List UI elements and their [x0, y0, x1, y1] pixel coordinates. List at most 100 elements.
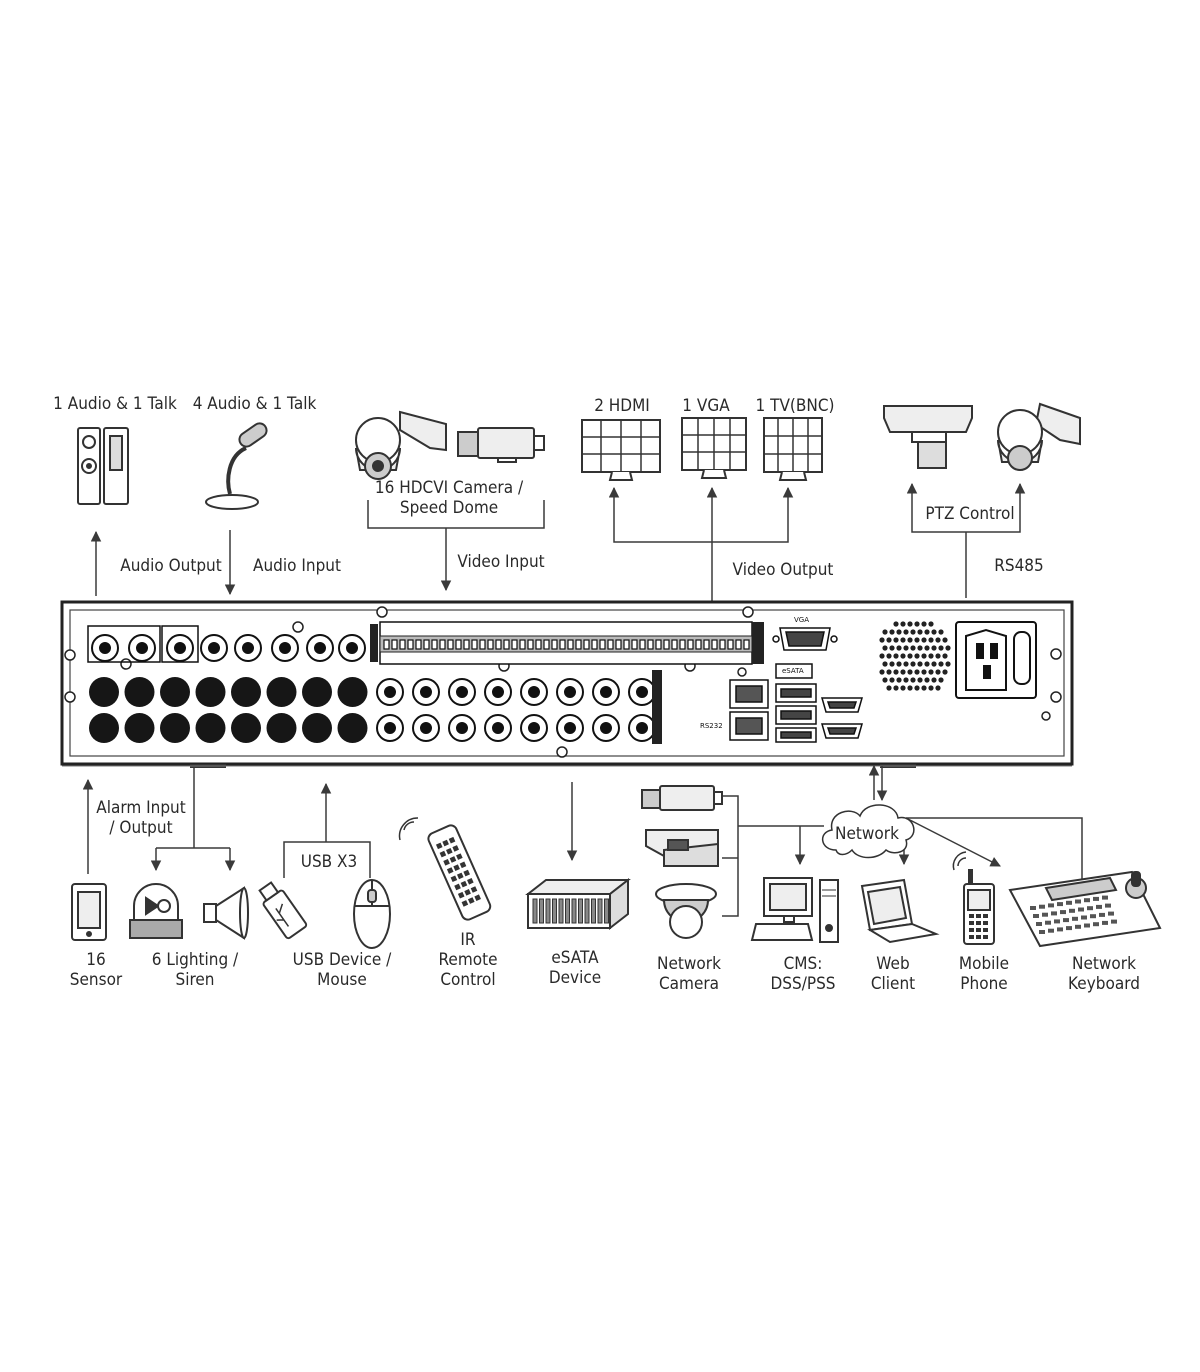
terminal-pin: [743, 639, 750, 650]
grill-hole: [917, 645, 923, 651]
vent-hole: [302, 677, 332, 707]
grill-hole: [921, 621, 927, 627]
network-keyboard-icon: [1008, 870, 1162, 948]
mobile-label-line2: Phone: [960, 974, 1008, 994]
terminal-pin: [623, 639, 630, 650]
remote-button: [449, 856, 457, 863]
terminal-pin: [735, 639, 742, 650]
grill-hole: [921, 637, 927, 643]
grill-hole: [893, 669, 899, 675]
network-cloud-icon: [822, 804, 915, 859]
remote-button: [464, 889, 471, 896]
lighting-label-line2: Siren: [175, 970, 215, 990]
sensor-label-line2: Sensor: [69, 970, 123, 990]
grill-hole: [900, 685, 906, 691]
vent-hole: [266, 677, 297, 707]
ptz-camera-icon: [883, 405, 973, 469]
vga-port: [772, 627, 838, 651]
keyboard-key: [1078, 907, 1084, 912]
terminal-pin: [519, 639, 526, 650]
keyboard-key: [1039, 930, 1045, 934]
terminal-pin: [407, 639, 414, 650]
grill-hole: [900, 621, 906, 627]
camera-label: 16 HDCVI Camera / Speed Dome: [373, 478, 526, 518]
video-bnc-port: [412, 678, 440, 706]
vent-hole: [160, 677, 190, 707]
fan-grill: [879, 621, 951, 691]
grill-hole: [893, 653, 899, 659]
video-label-strip: [652, 670, 662, 744]
phone-key: [969, 921, 974, 925]
grill-hole: [935, 669, 941, 675]
terminal-pin: [679, 639, 686, 650]
video-input-label: Video Input: [457, 552, 545, 572]
rs485-label: RS485: [994, 556, 1044, 576]
phone-key: [983, 935, 988, 939]
phone-key: [976, 914, 981, 918]
terminal-pin: [647, 639, 654, 650]
keyboard-key: [1108, 911, 1114, 916]
grill-hole: [903, 645, 909, 651]
video-bnc-port: [520, 678, 548, 706]
keyboard-key: [1066, 926, 1072, 931]
network-camera-label: Network Camera: [649, 954, 730, 994]
grill-hole: [921, 669, 927, 675]
grill-hole: [907, 669, 913, 675]
grill-hole: [903, 629, 909, 635]
panel-esata-label: eSATA: [782, 667, 804, 675]
alarm-light-icon: [129, 883, 183, 939]
keyboard-key: [1060, 910, 1066, 915]
ir-label-line1: IR: [460, 930, 476, 950]
audio-input-label: Audio Input: [253, 556, 341, 576]
drive-slot: [545, 898, 551, 924]
usb-stick-icon: [258, 881, 308, 940]
grill-hole: [879, 653, 885, 659]
remote-button: [457, 891, 465, 899]
grill-hole: [896, 661, 902, 667]
drive-slot: [565, 898, 570, 924]
phone-key: [983, 928, 988, 932]
grill-hole: [886, 637, 892, 643]
phone-key: [969, 914, 974, 918]
vent-hole: [124, 677, 155, 707]
grill-hole: [938, 629, 944, 635]
terminal-pin: [671, 639, 678, 650]
terminal-pin: [415, 639, 422, 650]
terminal-pin: [687, 639, 694, 650]
ptz-dome-icon: [997, 402, 1081, 471]
network-keyboard-label: Network Keyboard: [1059, 954, 1149, 994]
terminal-pin: [535, 639, 542, 650]
bnc-port: [200, 634, 228, 662]
grill-hole: [886, 669, 892, 675]
vent-hole: [195, 677, 226, 707]
grill-hole: [914, 621, 920, 627]
remote-control-icon: [398, 817, 492, 921]
keyboard-label-line1: Network: [1072, 954, 1136, 974]
grill-hole: [879, 637, 885, 643]
grill-hole: [910, 677, 916, 683]
grill-hole: [900, 637, 906, 643]
drive-slot: [578, 898, 583, 924]
grill-hole: [893, 637, 899, 643]
box-camera-icon: [457, 427, 545, 463]
bnc-port: [271, 634, 299, 662]
phone-key: [983, 914, 988, 918]
esata-device-label: eSATA Device: [536, 948, 613, 988]
vga-monitor-icon: [681, 417, 747, 479]
terminal-pin: [511, 639, 518, 650]
bnc-port: [338, 634, 366, 662]
grill-hole: [882, 677, 888, 683]
terminal-pin: [631, 639, 638, 650]
grill-hole: [935, 685, 941, 691]
speaker-label: 1 Audio & 1 Talk: [53, 394, 177, 414]
terminal-pin: [495, 639, 502, 650]
video-bnc-port: [376, 678, 404, 706]
grill-hole: [896, 677, 902, 683]
grill-hole: [914, 685, 920, 691]
terminal-pin: [591, 639, 598, 650]
top-connectors: [90, 482, 1026, 602]
grill-hole: [910, 629, 916, 635]
terminal-pin: [431, 639, 438, 650]
usb-x3-label: USB X3: [300, 852, 358, 872]
